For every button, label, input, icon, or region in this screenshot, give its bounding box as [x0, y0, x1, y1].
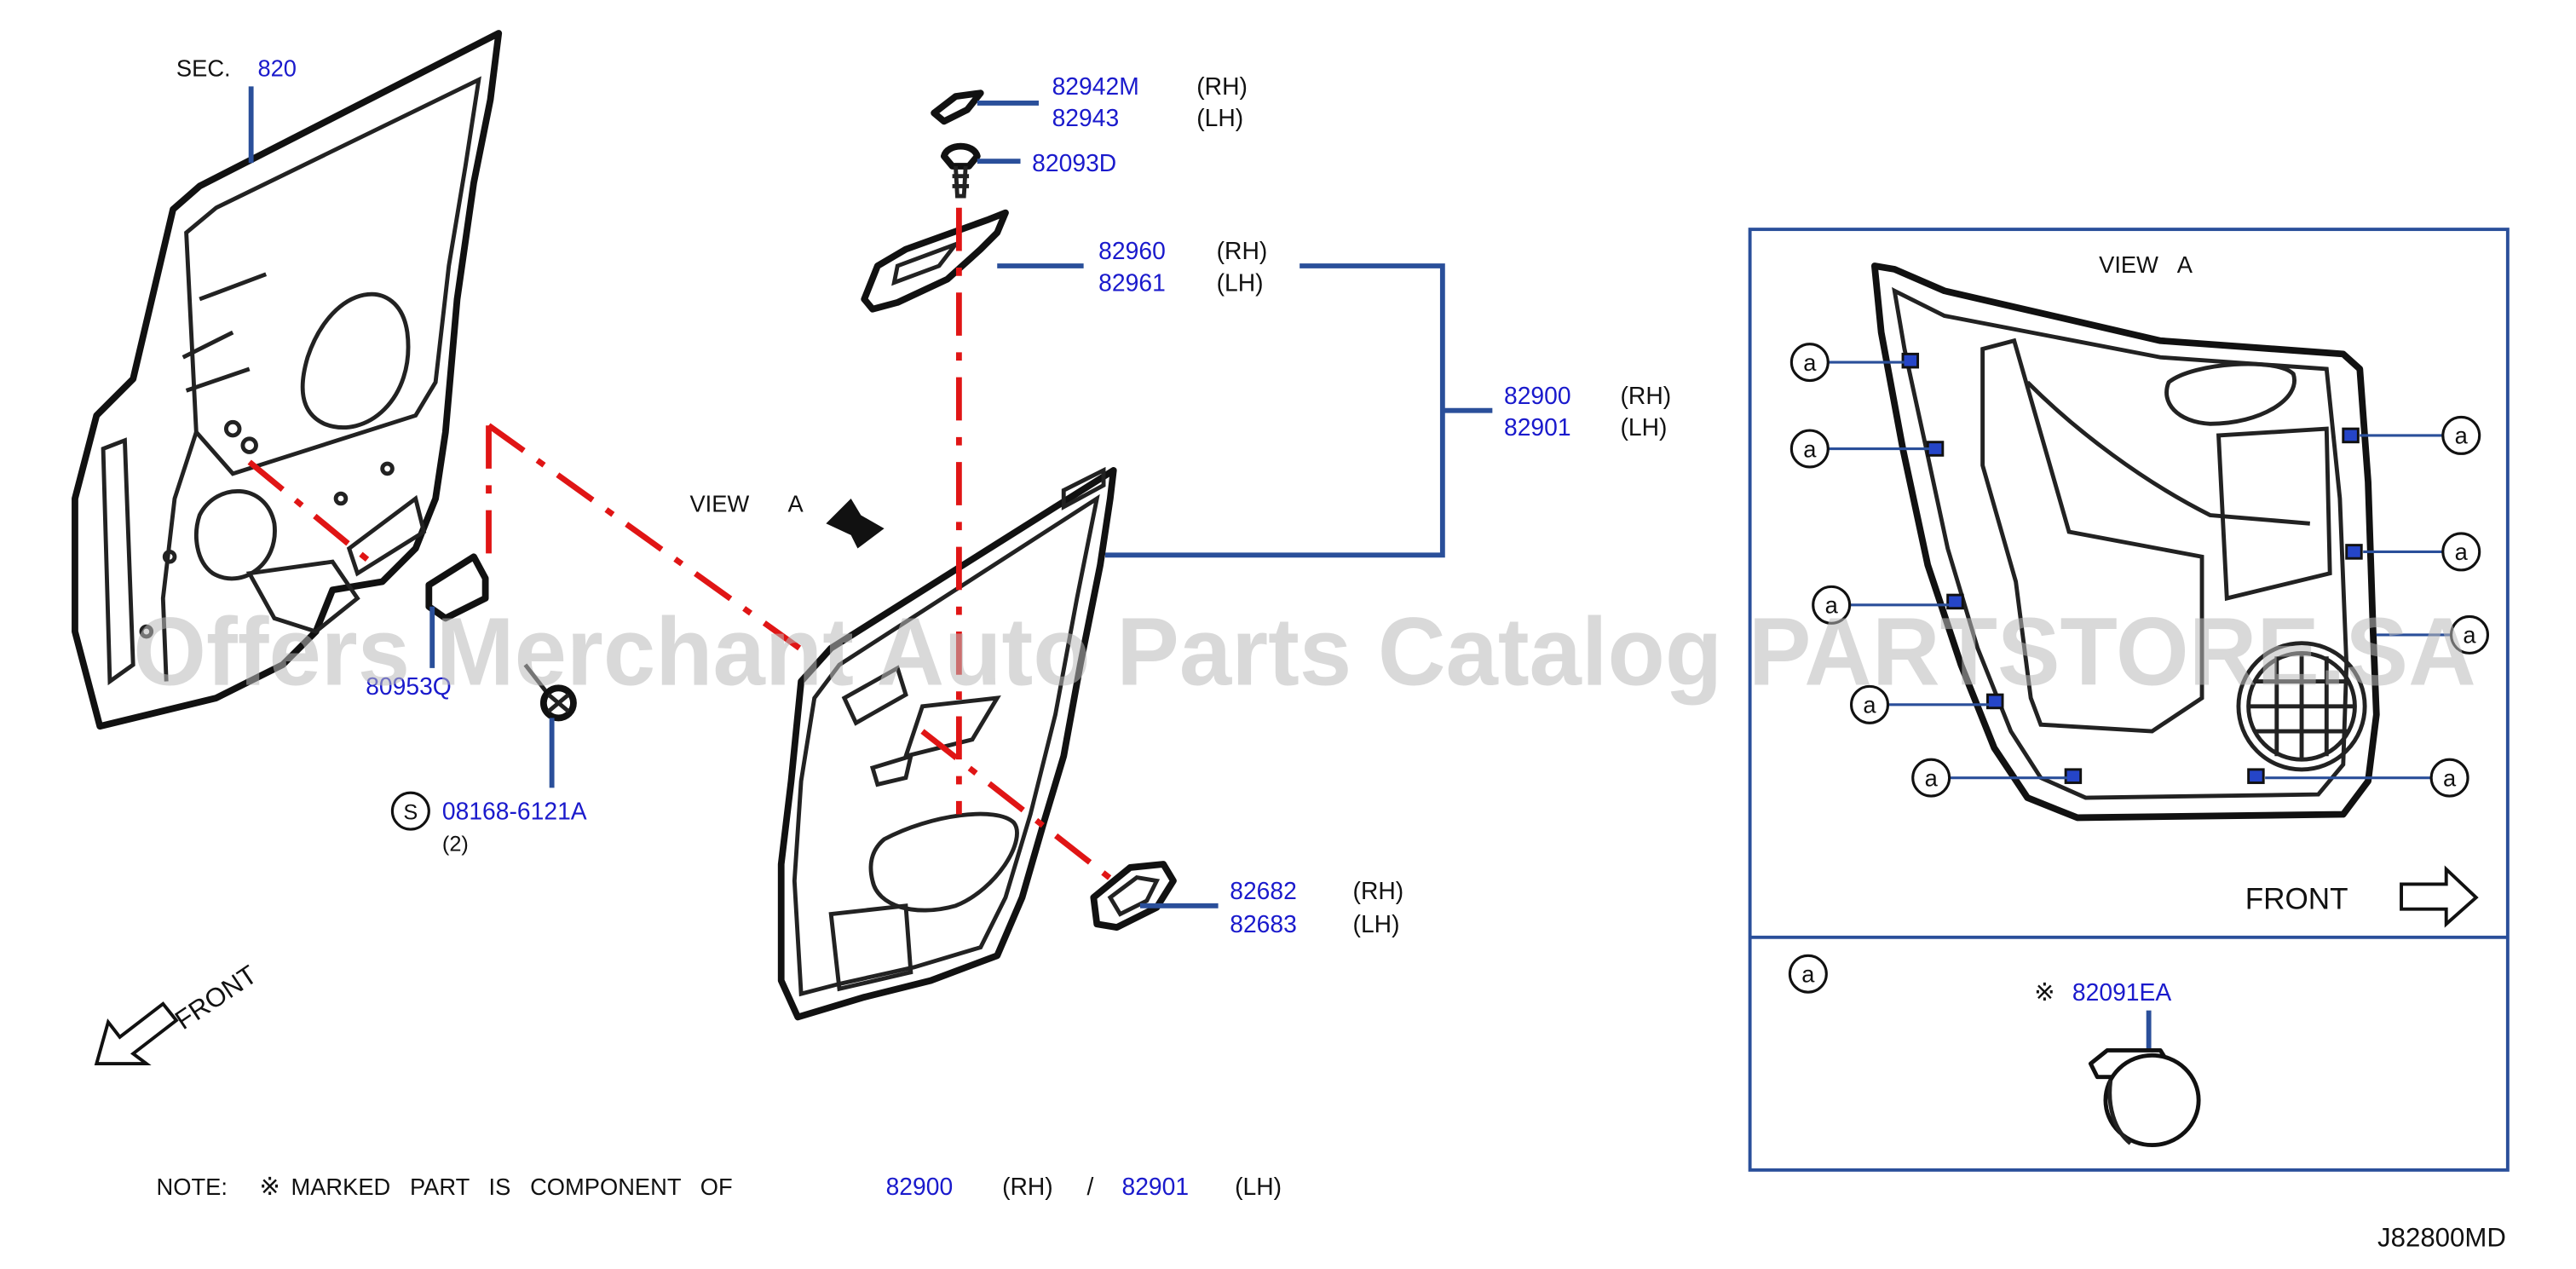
view-label-letter: A: [788, 491, 804, 517]
callout-a-circle: [2441, 415, 2481, 455]
callout-a-circle: [1789, 429, 1830, 469]
section-ref-link[interactable]: 820: [257, 55, 297, 82]
bracket-80953q: [425, 553, 489, 622]
part-link-82682[interactable]: 82682: [1230, 877, 1297, 904]
part-link-82942m[interactable]: 82942M: [1052, 72, 1139, 100]
view-a-title-word: VIEW: [2099, 251, 2158, 278]
view-a-panel: VIEW A: [1748, 228, 2510, 1172]
callout-a: a: [1803, 349, 1817, 376]
callout-a-circle: [1812, 585, 1852, 625]
view-a-front-arrow-icon: [2400, 865, 2479, 928]
callout-a-circle: [2449, 614, 2490, 655]
leader-lines: [248, 86, 1493, 908]
clip-position-4: [2345, 544, 2363, 560]
callout-a-circle: [1850, 684, 1890, 724]
callout-a-circle: [1911, 758, 1951, 798]
diagram-code: J82800MD: [2377, 1223, 2506, 1253]
tag-rh: (RH): [1217, 237, 1268, 264]
armrest-82960: [861, 209, 1009, 313]
part-link-82901[interactable]: 82901: [1504, 413, 1571, 441]
view-a-front-label: FRONT: [2245, 883, 2348, 916]
clip-82093d: [940, 142, 981, 199]
part-link-82093d[interactable]: 82093D: [1032, 149, 1116, 176]
clip-position-5: [1946, 593, 1964, 610]
note-prefix: NOTE:: [157, 1174, 228, 1200]
clip-position-6: [1986, 693, 2004, 710]
tag-rh: (RH): [1621, 382, 1672, 409]
part-link-80953q[interactable]: 80953Q: [366, 672, 452, 700]
callout-a: a: [2455, 423, 2469, 449]
clip-position-1: [1901, 352, 1920, 369]
note-separator: /: [1087, 1173, 1094, 1200]
note-mark: ※: [259, 1174, 280, 1201]
detail-callout-a: a: [1801, 960, 1815, 987]
clip-position-7: [2064, 768, 2083, 784]
clip-position-3: [2342, 427, 2360, 444]
note-tag-lh: (LH): [1235, 1173, 1282, 1200]
detail-callout-circle: [1788, 954, 1828, 994]
callout-a: a: [2455, 539, 2469, 565]
detail-mark: ※: [2034, 979, 2055, 1007]
view-a-arrow-icon: [826, 499, 885, 549]
tag-lh: (LH): [1621, 413, 1668, 441]
section-ref-prefix: SEC.: [176, 55, 231, 82]
tag-lh: (LH): [1217, 268, 1264, 296]
callout-a-circle: [2441, 532, 2481, 572]
tag-lh: (LH): [1353, 910, 1400, 937]
callout-a: a: [1925, 764, 1939, 791]
part-link-08168-6121a[interactable]: 08168-6121A: [442, 797, 587, 824]
note-link-82901[interactable]: 82901: [1121, 1173, 1189, 1200]
part-link-82091ea[interactable]: 82091EA: [2072, 978, 2171, 1006]
callout-a-circle: [2429, 758, 2469, 798]
clip-position-8: [2247, 768, 2265, 784]
assembly-lines: [247, 207, 1115, 884]
part-link-82943[interactable]: 82943: [1052, 104, 1120, 131]
bolt-s-symbol-icon: [390, 791, 430, 831]
trim-pad-82942m: [931, 89, 984, 125]
part-link-82683[interactable]: 82683: [1230, 910, 1297, 937]
front-arrow-icon: [94, 1001, 179, 1065]
note-text: MARKED PART IS COMPONENT OF: [291, 1174, 732, 1200]
bolt-s-symbol: S: [403, 800, 418, 824]
part-link-82961[interactable]: 82961: [1098, 268, 1166, 296]
clip-position-2: [1926, 441, 1945, 457]
door-finisher-panel: [777, 466, 1117, 1021]
note-link-82900[interactable]: 82900: [886, 1173, 954, 1200]
view-a-title-letter: A: [2177, 251, 2193, 278]
tag-rh: (RH): [1196, 72, 1248, 100]
part-link-82960[interactable]: 82960: [1098, 237, 1166, 264]
tag-lh: (LH): [1196, 104, 1243, 131]
door-inner-frame: [72, 30, 503, 730]
callout-a: a: [1863, 692, 1876, 718]
front-label: FRONT: [170, 960, 262, 1035]
part-link-82900[interactable]: 82900: [1504, 382, 1571, 409]
tag-rh: (RH): [1353, 877, 1404, 904]
callout-a: a: [2443, 764, 2457, 791]
note-tag-rh: (RH): [1002, 1173, 1053, 1200]
callout-a: a: [1825, 592, 1839, 619]
callout-a-circle: [1789, 343, 1830, 383]
bolt-08168-6121a: [523, 663, 577, 722]
watermark: Offers Merchant Auto Parts Catalog PARTS…: [133, 597, 2476, 705]
view-a-callouts: a a a a a a a a a: [1789, 343, 2490, 798]
callout-a: a: [1803, 435, 1817, 462]
view-label-word: VIEW: [689, 491, 749, 517]
clip-82091ea-drawing: [2088, 1048, 2201, 1148]
callout-a: a: [2463, 622, 2476, 649]
bolt-quantity: (2): [442, 832, 469, 856]
